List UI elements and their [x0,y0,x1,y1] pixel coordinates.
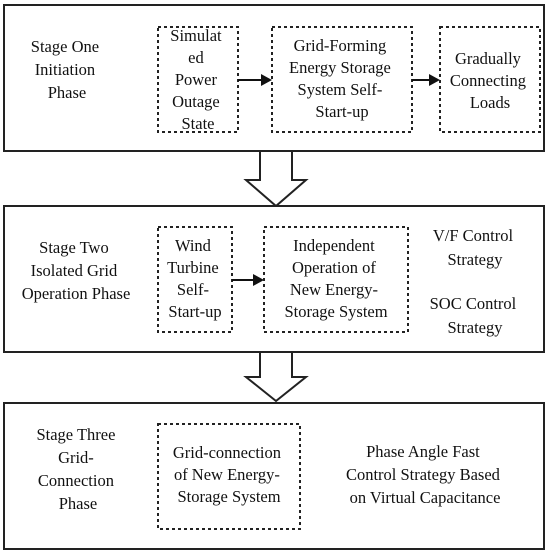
grid-connection-box [157,423,301,530]
connecting-loads-box [439,26,541,133]
stage-transition-arrow-icon [243,150,309,208]
arrowhead-icon [253,274,264,286]
stage-transition-arrow-icon [243,351,309,403]
self-start-text: Grid-Forming Energy Storage System Self-… [289,36,395,121]
power-outage-text: Simulat ed Power Outage State [170,26,225,133]
stage-two-label: Stage Two Isolated Grid Operation Phase [22,238,131,303]
arrowhead-icon [429,74,440,86]
independent-operation-box [263,226,409,333]
independent-operation-text: Independent Operation of New Energy- Sto… [284,236,387,321]
stage-one-label: Stage One Initiation Phase [31,37,103,102]
wind-turbine-text: Wind Turbine Self- Start-up [167,236,223,321]
wind-turbine-box [157,226,233,333]
soc-control-strategy: SOC Control Strategy [430,294,521,337]
phase-angle-control-strategy: Phase Angle Fast Control Strategy Based … [346,442,504,507]
connecting-loads-text: Gradually Connecting Loads [450,49,530,112]
stage-three-label: Stage Three Grid- Connection Phase [36,425,119,513]
grid-connection-text: Grid-connection of New Energy- Storage S… [173,443,285,506]
vf-control-strategy: V/F Control Strategy [433,226,517,269]
arrowhead-icon [261,74,272,86]
